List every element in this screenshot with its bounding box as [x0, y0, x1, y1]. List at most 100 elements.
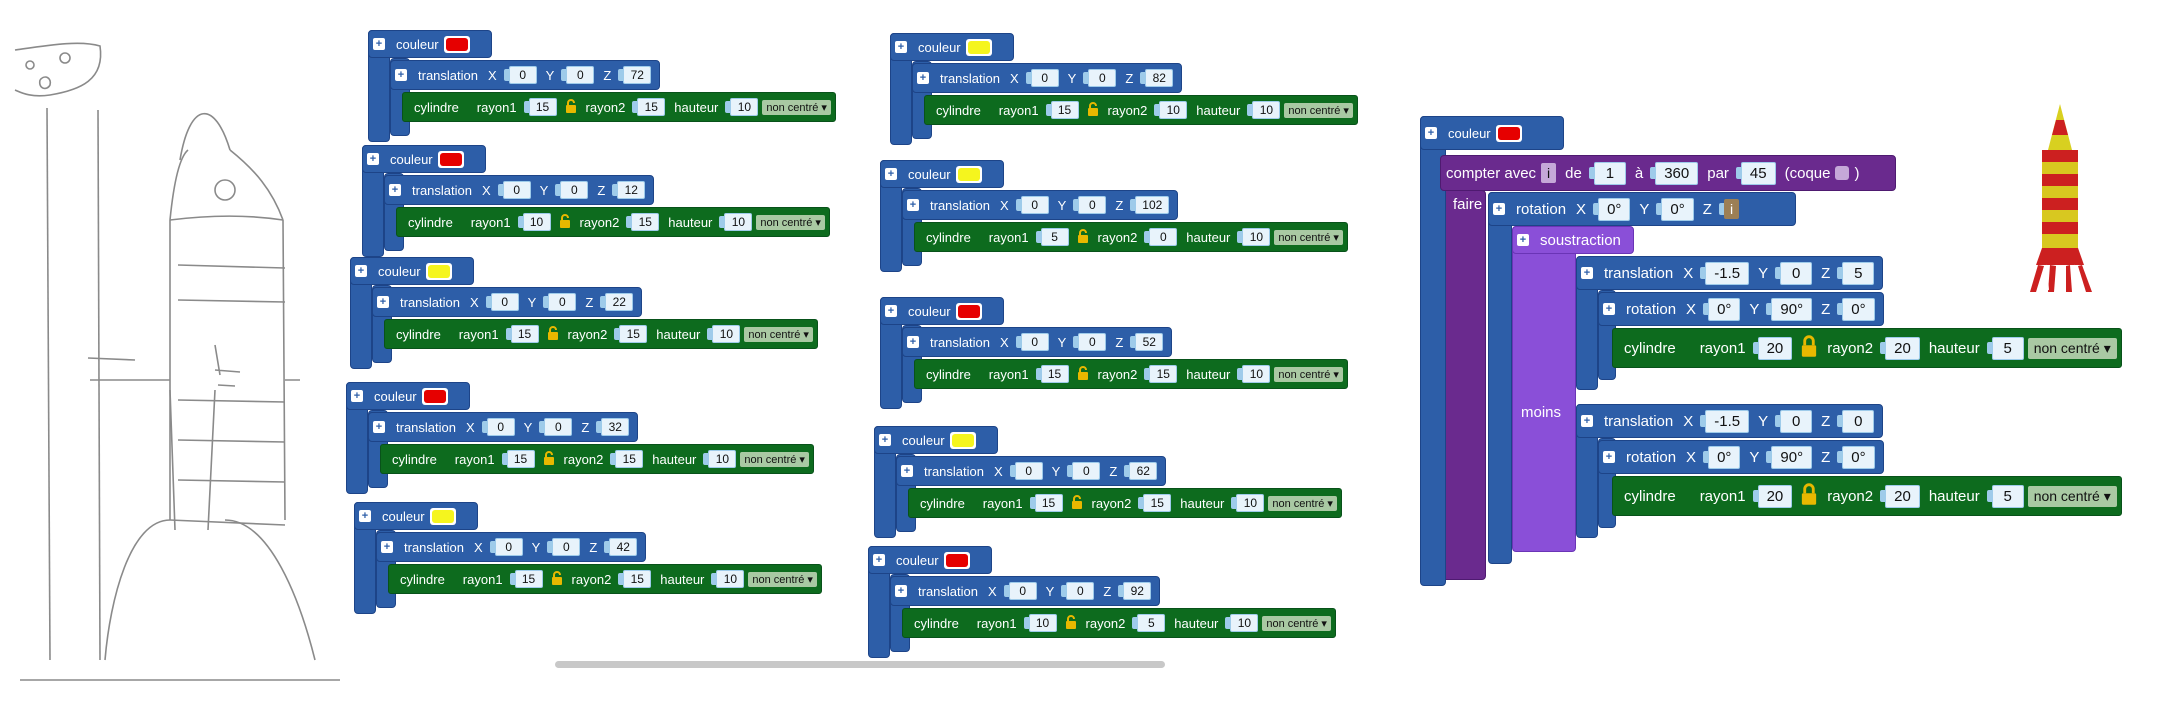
expand-icon[interactable]: + [885, 168, 897, 180]
height-field[interactable]: 10 [1230, 614, 1259, 632]
expand-icon[interactable]: + [895, 41, 907, 53]
radius1-field[interactable]: 15 [506, 450, 535, 468]
color-swatch-red[interactable] [421, 387, 448, 405]
center-mode-dropdown[interactable]: non centré ▾ [1268, 495, 1337, 511]
radius2-field[interactable]: 10 [1159, 101, 1188, 119]
color-block[interactable]: + couleur [362, 145, 486, 173]
translation-block[interactable]: + translation X 0 Y 0 Z 92 [890, 576, 1161, 606]
cylinder-block[interactable]: cylindre rayon1 15 rayon2 15 hauteur 10 … [384, 319, 818, 349]
radius2-field[interactable]: 15 [615, 450, 644, 468]
translation-block[interactable]: + translation X 0 Y 0 Z 12 [384, 175, 655, 205]
lock-icon[interactable] [1799, 335, 1819, 361]
translation-block[interactable]: + translation X 0 Y 0 Z 42 [376, 532, 647, 562]
color-swatch-red[interactable] [443, 35, 470, 53]
radius2-field[interactable]: 20 [1885, 336, 1920, 360]
cylinder-block[interactable]: cylindre rayon1 15 rayon2 15 hauteur 10 … [908, 488, 1342, 518]
lock-icon[interactable] [1070, 494, 1084, 512]
height-field[interactable]: 10 [1242, 228, 1271, 246]
color-block[interactable]: + couleur [354, 502, 478, 530]
color-block[interactable]: + couleur [868, 546, 992, 574]
translation-y-field[interactable]: 0 [1066, 582, 1095, 600]
expand-icon[interactable]: + [1425, 127, 1437, 139]
center-mode-dropdown[interactable]: non centré ▾ [1284, 102, 1353, 118]
horizontal-scrollbar[interactable] [555, 661, 1165, 668]
translation-z-field[interactable]: 72 [623, 66, 652, 84]
color-swatch-yellow[interactable] [425, 262, 452, 280]
translation-y-field[interactable]: 0 [1072, 462, 1101, 480]
loop-from-field[interactable]: 1 [1593, 161, 1626, 185]
cylinder-block[interactable]: cylindre rayon1 15 rayon2 15 hauteur 10 … [914, 359, 1348, 389]
translation-y-field[interactable]: 0 [1780, 409, 1813, 433]
translation-y-field[interactable]: 0 [1088, 69, 1117, 87]
rotation-x-field[interactable]: 0° [1598, 197, 1631, 221]
expand-icon[interactable]: + [1581, 267, 1593, 279]
rotation-y-field[interactable]: 90° [1771, 297, 1813, 321]
translation-z-field[interactable]: 52 [1135, 333, 1164, 351]
loop-var-dropdown[interactable]: i [1541, 163, 1557, 183]
expand-icon[interactable]: + [1603, 451, 1615, 463]
color-block[interactable]: + couleur [880, 160, 1004, 188]
height-field[interactable]: 10 [1236, 494, 1265, 512]
rotation-y-field[interactable]: 90° [1771, 445, 1813, 469]
color-swatch-red[interactable] [437, 150, 464, 168]
translation-block[interactable]: + translation X 0 Y 0 Z 32 [368, 412, 639, 442]
translation-x-field[interactable]: 0 [486, 418, 515, 436]
translation-z-field[interactable]: 62 [1129, 462, 1158, 480]
radius2-field[interactable]: 15 [1149, 365, 1178, 383]
translation-y-field[interactable]: 0 [552, 538, 581, 556]
expand-icon[interactable]: + [389, 184, 401, 196]
translation-y-field[interactable]: 0 [1078, 196, 1107, 214]
rotation-x-field[interactable]: 0° [1708, 297, 1741, 321]
color-swatch-red[interactable] [955, 302, 982, 320]
translation-z-field[interactable]: 82 [1145, 69, 1174, 87]
cylinder-block[interactable]: cylindre rayon1 5 rayon2 0 hauteur 10 no… [914, 222, 1348, 252]
expand-icon[interactable]: + [917, 72, 929, 84]
lock-icon[interactable] [1086, 101, 1100, 119]
hull-checkbox[interactable] [1835, 166, 1850, 180]
translation-block[interactable]: + translation X 0 Y 0 Z 102 [902, 190, 1179, 220]
color-block-loop[interactable]: + couleur [1420, 116, 1564, 150]
radius1-field[interactable]: 15 [1034, 494, 1063, 512]
radius1-field[interactable]: 15 [510, 325, 539, 343]
radius1-field[interactable]: 20 [1757, 336, 1793, 360]
radius2-field[interactable]: 0 [1149, 228, 1178, 246]
lock-icon[interactable] [564, 98, 578, 116]
translation-y-field[interactable]: 0 [1780, 261, 1813, 285]
loop-step-field[interactable]: 45 [1740, 161, 1776, 185]
translation-y-field[interactable]: 0 [566, 66, 595, 84]
center-mode-dropdown[interactable]: non centré ▾ [1274, 229, 1343, 245]
radius2-field[interactable]: 15 [623, 570, 652, 588]
translation-y-field[interactable]: 0 [560, 181, 589, 199]
translation-x-field[interactable]: 0 [502, 181, 531, 199]
cylinder-block[interactable]: cylindre rayon1 15 rayon2 10 hauteur 10 … [924, 95, 1358, 125]
expand-icon[interactable]: + [367, 153, 379, 165]
lock-icon[interactable] [1799, 483, 1819, 509]
color-block[interactable]: + couleur [890, 33, 1014, 61]
height-field[interactable]: 10 [708, 450, 737, 468]
translation-x-field[interactable]: -1.5 [1705, 409, 1750, 433]
translation-x-field[interactable]: 0 [1020, 196, 1049, 214]
subtraction-block[interactable]: + soustraction [1512, 226, 1634, 254]
radius1-field[interactable]: 20 [1757, 484, 1793, 508]
translation-x-field[interactable]: 0 [1014, 462, 1043, 480]
color-swatch-red[interactable] [943, 551, 970, 569]
translation-z-field[interactable]: 102 [1135, 196, 1170, 214]
center-mode-dropdown[interactable]: non centré ▾ [2027, 485, 2117, 507]
color-swatch-yellow[interactable] [429, 507, 456, 525]
cylinder-block[interactable]: cylindre rayon1 20 rayon2 20 hauteur 5 n… [1612, 476, 2122, 516]
translation-x-field[interactable]: 0 [1008, 582, 1037, 600]
expand-icon[interactable]: + [879, 434, 891, 446]
expand-icon[interactable]: + [1603, 303, 1615, 315]
translation-z-field[interactable]: 12 [617, 181, 646, 199]
height-field[interactable]: 10 [730, 98, 759, 116]
cylinder-block[interactable]: cylindre rayon1 15 rayon2 15 hauteur 10 … [388, 564, 822, 594]
expand-icon[interactable]: + [895, 585, 907, 597]
translation-block[interactable]: + translation X -1.5 Y 0 Z 0 [1576, 404, 1884, 438]
translation-z-field[interactable]: 0 [1842, 409, 1875, 433]
expand-icon[interactable]: + [373, 421, 385, 433]
color-block[interactable]: + couleur [880, 297, 1004, 325]
expand-icon[interactable]: + [1581, 415, 1593, 427]
center-mode-dropdown[interactable]: non centré ▾ [762, 99, 831, 115]
expand-icon[interactable]: + [885, 305, 897, 317]
cylinder-block[interactable]: cylindre rayon1 20 rayon2 20 hauteur 5 n… [1612, 328, 2122, 368]
